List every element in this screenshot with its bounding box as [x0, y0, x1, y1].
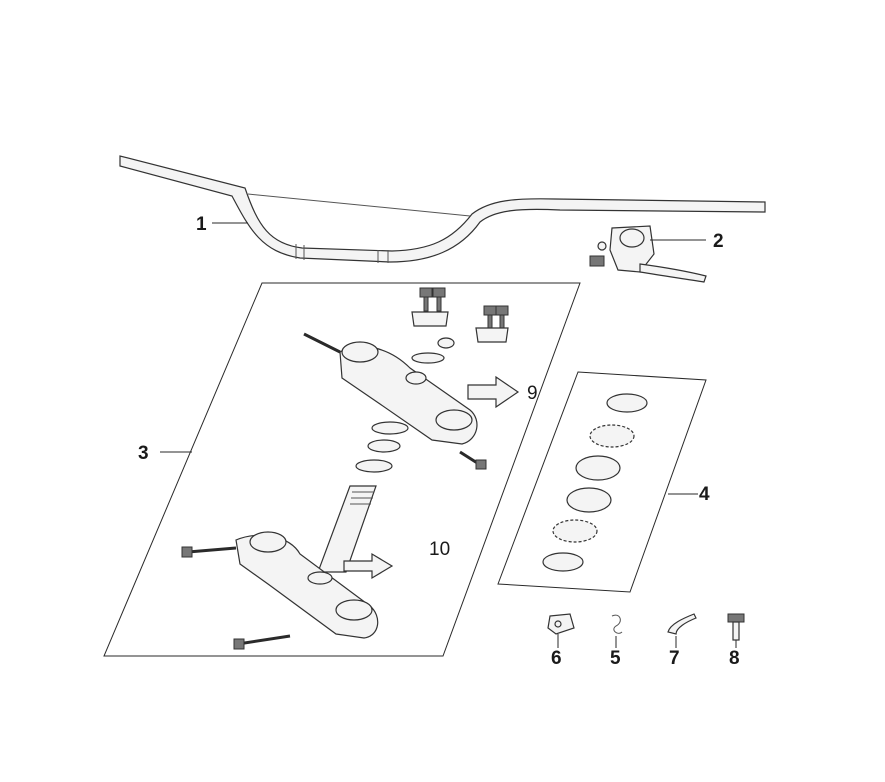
part-number-5: 5	[610, 648, 621, 669]
bearing-race-bottom	[542, 552, 584, 572]
upper-clamp-fork-hole-left	[341, 341, 379, 363]
steering-stem	[317, 485, 377, 573]
handlebar-clamp-right	[475, 327, 509, 343]
lever-clamp	[619, 228, 645, 248]
bearing-race-top	[606, 393, 648, 413]
arrow-10	[343, 552, 394, 580]
bolt-head	[727, 613, 745, 623]
part-7-clip	[667, 613, 697, 648]
bolt-head	[432, 287, 446, 298]
bearing-cone-lower	[566, 487, 612, 513]
bolt-head	[483, 305, 497, 316]
bolt-head	[419, 287, 433, 298]
handlebar-clamp-left	[411, 311, 449, 327]
bolt-shank	[436, 296, 442, 312]
pinch-bolt-head	[233, 638, 245, 650]
pinch-bolt-upper-left	[303, 332, 341, 354]
lower-clamp-stem-base	[307, 571, 333, 585]
bolt-shank	[487, 314, 493, 329]
arrow-9	[467, 375, 520, 409]
ball-bearing-lower	[552, 519, 598, 543]
bolt-shank	[499, 314, 505, 329]
pinch-bolt-head	[475, 459, 487, 470]
bolt-shank	[732, 621, 740, 641]
part-6-bracket	[547, 613, 575, 648]
part-number-3: 3	[138, 443, 149, 464]
bearing-washer-top	[371, 421, 409, 435]
upper-triple-clamp	[303, 332, 487, 470]
pinch-bolt-head	[181, 546, 193, 558]
part-5-washer	[611, 614, 623, 648]
lever-screw	[597, 241, 607, 251]
bolt-head	[495, 305, 509, 316]
upper-clamp-stem-hole	[405, 371, 427, 385]
part-number-6: 6	[551, 648, 562, 669]
part-number-2: 2	[713, 231, 724, 252]
handlebar	[119, 155, 766, 263]
handlebar-tube	[119, 155, 766, 263]
part-number-8: 8	[729, 648, 740, 669]
upper-clamp-bolts	[411, 287, 509, 364]
part-number-10: 10	[429, 539, 450, 560]
bracket-hole	[554, 620, 562, 628]
group-frame-3	[103, 282, 581, 657]
lever-handle	[639, 263, 707, 283]
pinch-bolt-lower-left	[187, 546, 237, 554]
lower-clamp-fork-hole-left	[249, 531, 287, 553]
lever-switch	[589, 255, 605, 267]
upper-clamp-fork-hole-right	[435, 409, 473, 431]
bearing-cone-upper	[575, 455, 621, 481]
ball-bearing-upper	[589, 424, 635, 448]
group-frame-4	[497, 371, 707, 593]
stem-nut	[437, 337, 455, 349]
part-number-9: 9	[527, 383, 538, 404]
steering-bearing-set	[542, 393, 648, 572]
spring-clip	[611, 614, 623, 634]
handlebar-crossbar	[247, 193, 471, 217]
washer	[411, 352, 445, 364]
lower-triple-clamp	[181, 485, 379, 650]
bearing-washer-bottom	[355, 459, 393, 473]
clutch-lever-assembly	[589, 225, 707, 283]
part-number-4: 4	[699, 484, 710, 505]
part-number-1: 1	[196, 214, 207, 235]
wire-clip	[667, 613, 697, 635]
bearing-washer-mid	[367, 439, 401, 453]
part-8-bolt	[727, 613, 745, 648]
part-number-7: 7	[669, 648, 680, 669]
lower-clamp-fork-hole-right	[335, 599, 373, 621]
bolt-shank	[423, 296, 429, 312]
pinch-bolt-lower-right	[237, 634, 291, 646]
